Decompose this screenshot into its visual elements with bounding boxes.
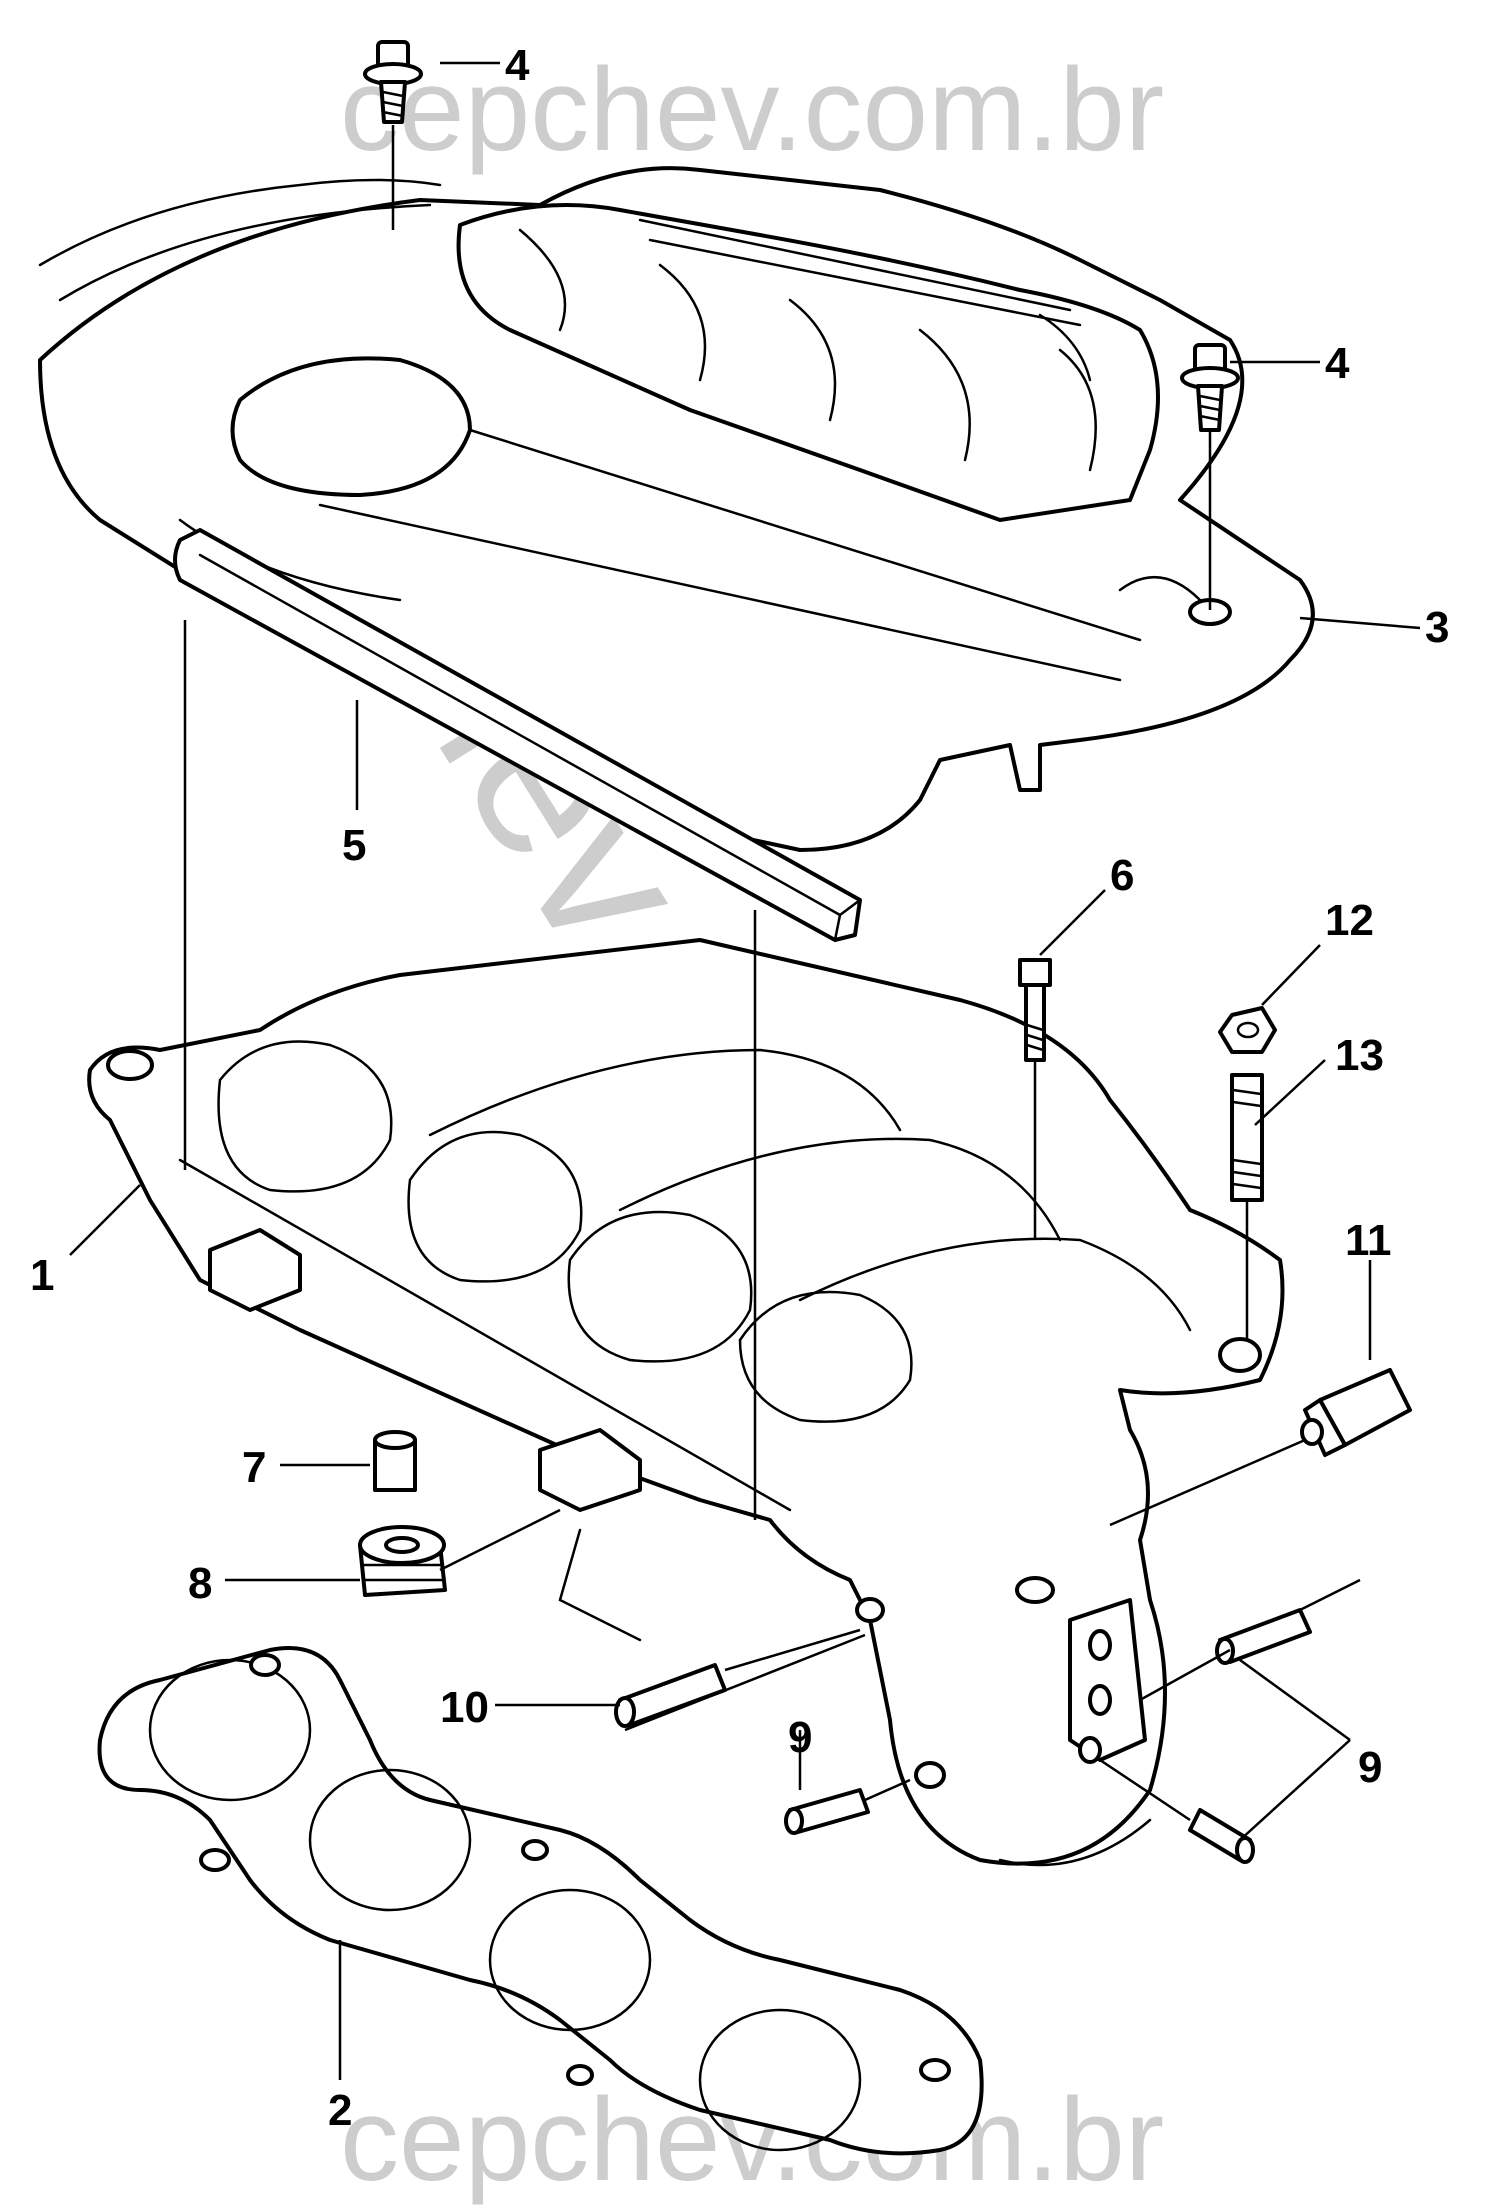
part-9-dowel-pin-upper: [1215, 1608, 1312, 1665]
part-10-dowel-pin: [614, 1663, 727, 1728]
part-9-dowel-pin-left: [784, 1788, 870, 1835]
callout-13: 13: [1335, 1031, 1384, 1080]
callout-7: 7: [242, 1443, 266, 1492]
part-4-bolt-left: [363, 40, 423, 124]
callout-9b: 9: [1358, 1743, 1382, 1792]
part-4-bolt-right: [1180, 343, 1240, 432]
callout-3: 3: [1425, 603, 1449, 652]
part-13-stud: [1230, 1073, 1264, 1202]
callout-4b: 4: [1325, 339, 1350, 388]
callout-8: 8: [188, 1559, 212, 1608]
assembly-lines: [69, 61, 1421, 2080]
callout-11: 11: [1345, 1216, 1392, 1265]
part-7-cap: [373, 1430, 417, 1492]
part-6-bolt: [1018, 958, 1052, 1062]
part-12-nut: [1218, 1006, 1277, 1054]
watermark-top: cepchev.com.br: [340, 44, 1164, 176]
callout-5: 5: [342, 821, 366, 870]
part-8-grommet: [358, 1525, 447, 1597]
callout-4a: 4: [505, 41, 530, 90]
part-9-dowel-pin-lower: [1188, 1808, 1255, 1864]
callout-10: 10: [440, 1683, 489, 1732]
part-11-sensor: [1300, 1368, 1412, 1457]
callout-6: 6: [1110, 851, 1134, 900]
callout-1: 1: [30, 1251, 54, 1300]
callout-9a: 9: [788, 1713, 812, 1762]
callout-2: 2: [328, 2086, 352, 2135]
part-3-intake-cover: [38, 166, 1315, 852]
part-5-seal: [173, 528, 862, 942]
callout-12: 12: [1325, 896, 1374, 945]
part-1-intake-manifold: [87, 938, 1285, 1867]
part-2-gasket: [97, 1646, 984, 2156]
